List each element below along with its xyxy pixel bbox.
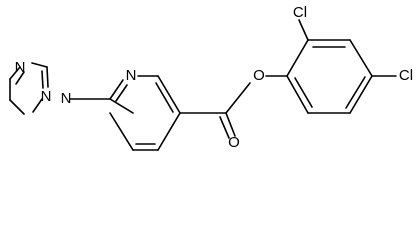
bond-carbonyl-c-o [225, 112, 236, 137]
bond-c2-c3 [157, 75, 181, 114]
bond-c3-n2-double [41, 70, 44, 89]
atom-n-triazole-4: N [15, 59, 26, 76]
atom-cl-ortho: Cl [293, 4, 307, 21]
bond-c5-c6b [109, 112, 134, 151]
atom-n-triazole-1: N [61, 90, 72, 107]
bond-ar-c6-c1-double [294, 77, 313, 108]
bond-n4-c3 [31, 62, 48, 68]
bond-ar-c2-cl [298, 19, 309, 41]
bond-c3-c4 [157, 112, 181, 151]
atom-n-pyridine: N [126, 67, 137, 84]
atom-labels: N N N N O O Cl Cl [15, 4, 414, 151]
bond-ar-c4-c5-double [345, 76, 366, 109]
bond-ar-c1-c2 [286, 39, 309, 77]
pyridine-ring [109, 75, 181, 151]
atom-o-carbonyl: O [228, 134, 240, 151]
bond-c6-n1 [109, 79, 124, 100]
bond-ar-c3-c4 [349, 39, 373, 77]
bond-c3-n2 [46, 66, 49, 88]
bond-c6-n1-double [115, 84, 128, 102]
bond-ar-c4-c5 [349, 75, 373, 114]
atom-cl-para: Cl [399, 67, 413, 84]
bond-n1-c5 [9, 99, 25, 115]
dichlorophenyl-ring [286, 19, 397, 114]
bond-c5-n4 [9, 66, 21, 80]
bond-carbonyl-c-o-double [219, 116, 230, 139]
bond-carbonyl-c-oester [225, 82, 251, 114]
bond-c5-double [15, 71, 25, 85]
bond-n2-n1 [32, 98, 43, 113]
ester-group [179, 75, 288, 139]
structure-canvas: N N N N O O Cl Cl [9, 3, 414, 151]
bond-ar-c6-c1 [286, 75, 309, 114]
chemical-structure-drawing: N N N N O O Cl Cl [9, 4, 414, 151]
atom-n-triazole-2: N [41, 88, 52, 105]
bond-c6-c5 [109, 98, 134, 114]
bond-c2-c3-double [155, 82, 174, 113]
atom-o-ester: O [253, 67, 265, 84]
triazole-ring [9, 62, 49, 115]
